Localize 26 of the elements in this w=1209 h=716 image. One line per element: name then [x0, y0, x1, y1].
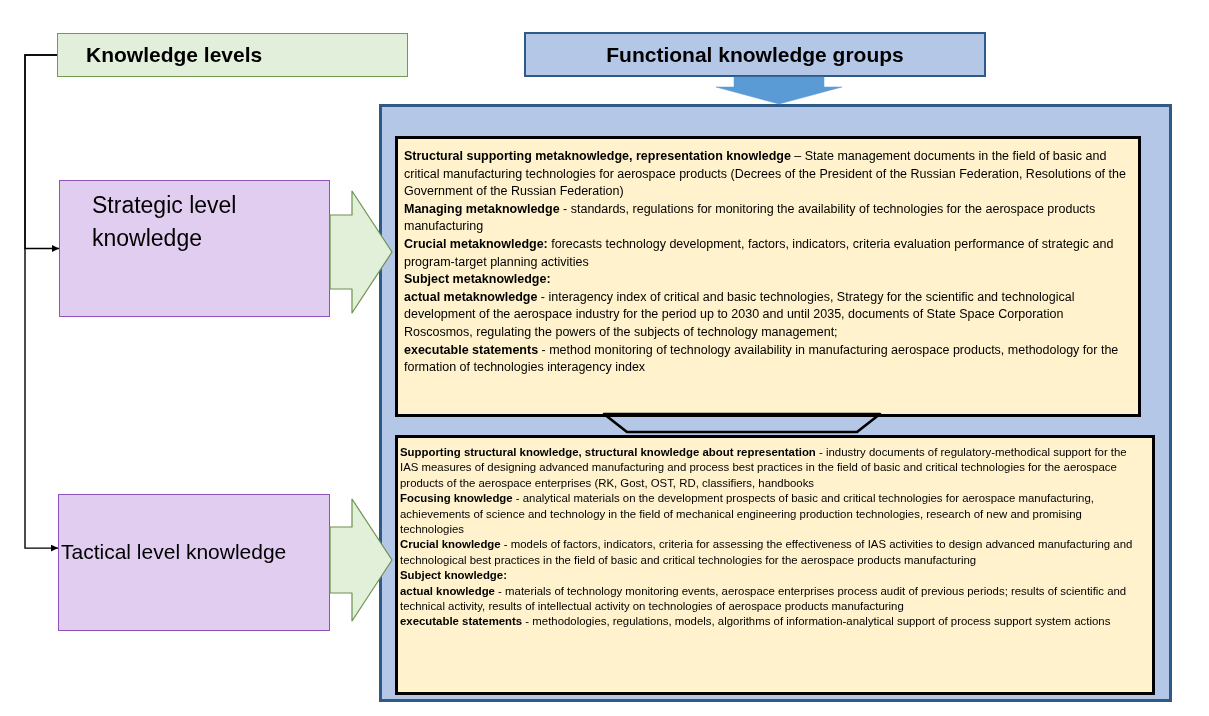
- level-label: Strategic level knowledge: [92, 191, 238, 253]
- knowledge-paragraph: Crucial metaknowledge: forecasts technology development, factors, indicators, criteria evaluation performance of strategic and program-target planning activities: [404, 235, 1115, 271]
- group-header-box: [524, 32, 986, 77]
- knowledge-paragraph: Supporting structural knowledge, structural knowledge about representation - industry documents of regulatory-methodical support for the IAS measures of designing advanced manufacturing and process best practices in the field of basic and critical technologies for the aerospace products of the aerospace enterprises (RK, Gost, OST, RD, classifiers, handbooks: [400, 445, 1128, 491]
- knowledge-paragraph: Subject knowledge:: [400, 568, 508, 584]
- band-connector: [602, 412, 882, 434]
- knowledge-box: [395, 435, 1155, 695]
- level-box: [58, 494, 330, 631]
- block-arrow: [329, 498, 393, 622]
- block-arrow: [329, 190, 393, 314]
- heading-text: Functional knowledge groups: [606, 41, 904, 68]
- block-arrow: [715, 76, 843, 105]
- knowledge-box: [395, 136, 1141, 417]
- connector-arrow: [24, 54, 59, 552]
- knowledge-paragraph: actual metaknowledge - interagency index of critical and basic technologies, Strategy for the scientific and technological development of the aerospace industry for the period up to 2030 and until 2035, documents of State Space Corporation Roscosmos, regulating the powers of the subjects of technology management;: [404, 288, 1076, 341]
- knowledge-paragraph: Subject metaknowledge:: [404, 271, 552, 289]
- knowledge-paragraph: Focusing knowledge - analytical materials on the development prospects of basic and critical technologies for aerospace manufacturing, achievements of science and technology in the field of mechanical engineering production technologies, research of new and promising technologies: [400, 491, 1095, 538]
- knowledge-paragraph: executable statements - method monitoring of technology availability in manufacturing aerospace products, methodology for the formation of technologies interagency index: [404, 341, 1120, 377]
- knowledge-paragraph: Crucial knowledge - models of factors, indicators, criteria for assessing the effectiveness of IAS activities to design advanced manufacturing and technological best practices in the field of basic and critical technologies for the aerospace products manufacturing: [400, 537, 1134, 568]
- level-box: [59, 180, 330, 317]
- level-label: Tactical level knowledge: [61, 538, 287, 565]
- heading-text: Knowledge levels: [86, 42, 263, 68]
- group-panel: [379, 104, 1172, 702]
- level-header-box: [57, 33, 408, 77]
- knowledge-paragraph: executable statements - methodologies, regulations, models, algorithms of information-analytical support of process support system actions: [400, 614, 1112, 630]
- knowledge-paragraph: Structural supporting metaknowledge, representation knowledge – State management documents in the field of basic and critical manufacturing technologies for aerospace products (Decrees of the President of the Russian Federation, Resolutions of the Government of the Russian Federation): [404, 148, 1127, 201]
